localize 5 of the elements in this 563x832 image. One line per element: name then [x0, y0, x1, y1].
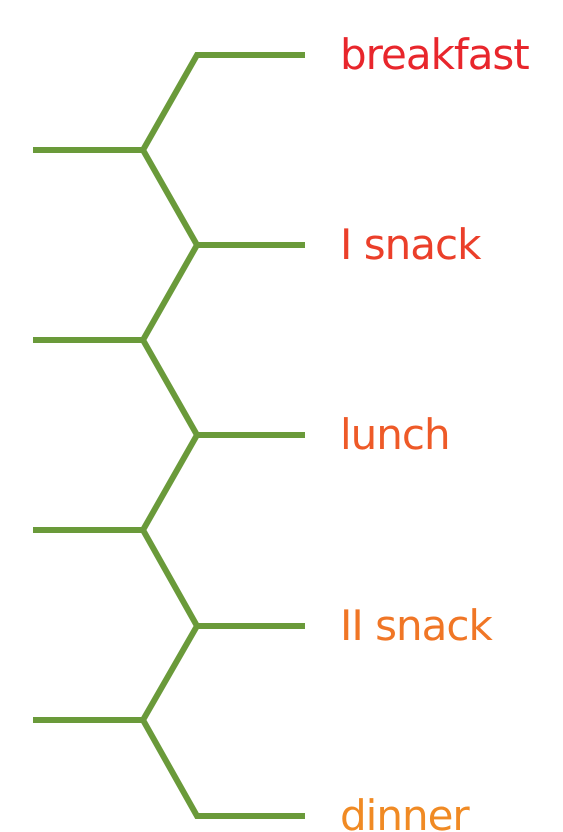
meal-label: I snack — [340, 221, 480, 269]
meal-label: II snack — [340, 602, 492, 650]
meal-label: lunch — [340, 411, 450, 459]
meal-label: breakfast — [340, 31, 529, 79]
meal-label: dinner — [340, 792, 469, 832]
